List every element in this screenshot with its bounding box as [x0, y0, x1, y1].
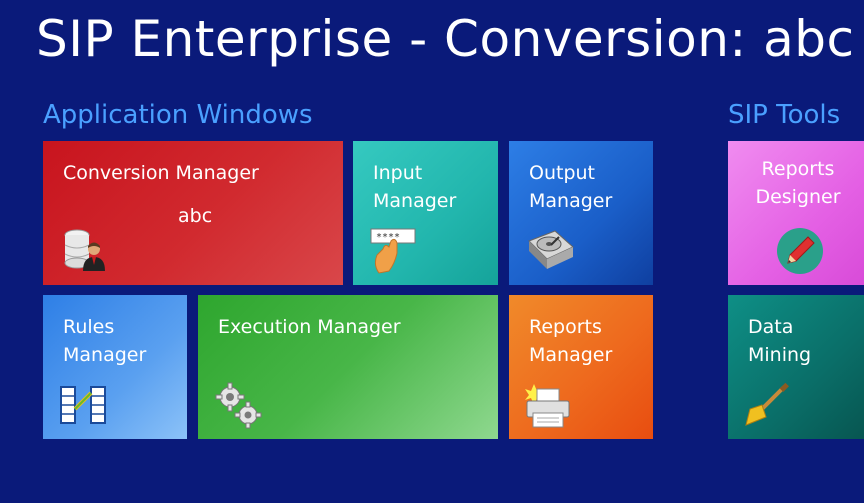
- tile-data-mining[interactable]: Data Mining: [728, 295, 864, 439]
- tile-label: Reports Designer: [755, 158, 841, 208]
- tile-label: Data Mining: [748, 316, 812, 366]
- tile-reports-designer[interactable]: Reports Designer: [728, 141, 864, 285]
- tile-conversion-manager[interactable]: Conversion Manager abc: [43, 141, 343, 285]
- tile-label: Rules Manager: [63, 316, 147, 366]
- tile-rules-manager[interactable]: Rules Manager: [43, 295, 187, 439]
- tile-label: Reports Manager: [529, 316, 613, 366]
- page-title: SIP Enterprise - Conversion: abc: [36, 10, 855, 68]
- tile-conversion-name: abc: [178, 205, 213, 227]
- tile-label: Output Manager: [529, 162, 613, 212]
- section-label-application-windows: Application Windows: [43, 100, 313, 130]
- rules-table-icon: [59, 383, 109, 431]
- tile-input-manager[interactable]: Input Manager ****: [353, 141, 498, 285]
- section-label-sip-tools: SIP Tools: [728, 100, 841, 130]
- gears-icon: [214, 381, 262, 433]
- pencil-icon: [776, 227, 824, 279]
- printer-icon: [523, 381, 573, 433]
- tile-reports-manager[interactable]: Reports Manager: [509, 295, 653, 439]
- tile-label: Conversion Manager: [63, 162, 259, 184]
- tile-output-manager[interactable]: Output Manager: [509, 141, 653, 285]
- shovel-icon: [742, 382, 790, 433]
- hard-drive-icon: [525, 229, 575, 277]
- tile-label: Input Manager: [373, 162, 457, 212]
- tile-execution-manager[interactable]: Execution Manager: [198, 295, 498, 439]
- database-user-icon: [61, 227, 107, 277]
- keyboard-input-icon: ****: [369, 227, 419, 279]
- tile-label: Execution Manager: [218, 316, 401, 338]
- svg-text:****: ****: [376, 232, 400, 243]
